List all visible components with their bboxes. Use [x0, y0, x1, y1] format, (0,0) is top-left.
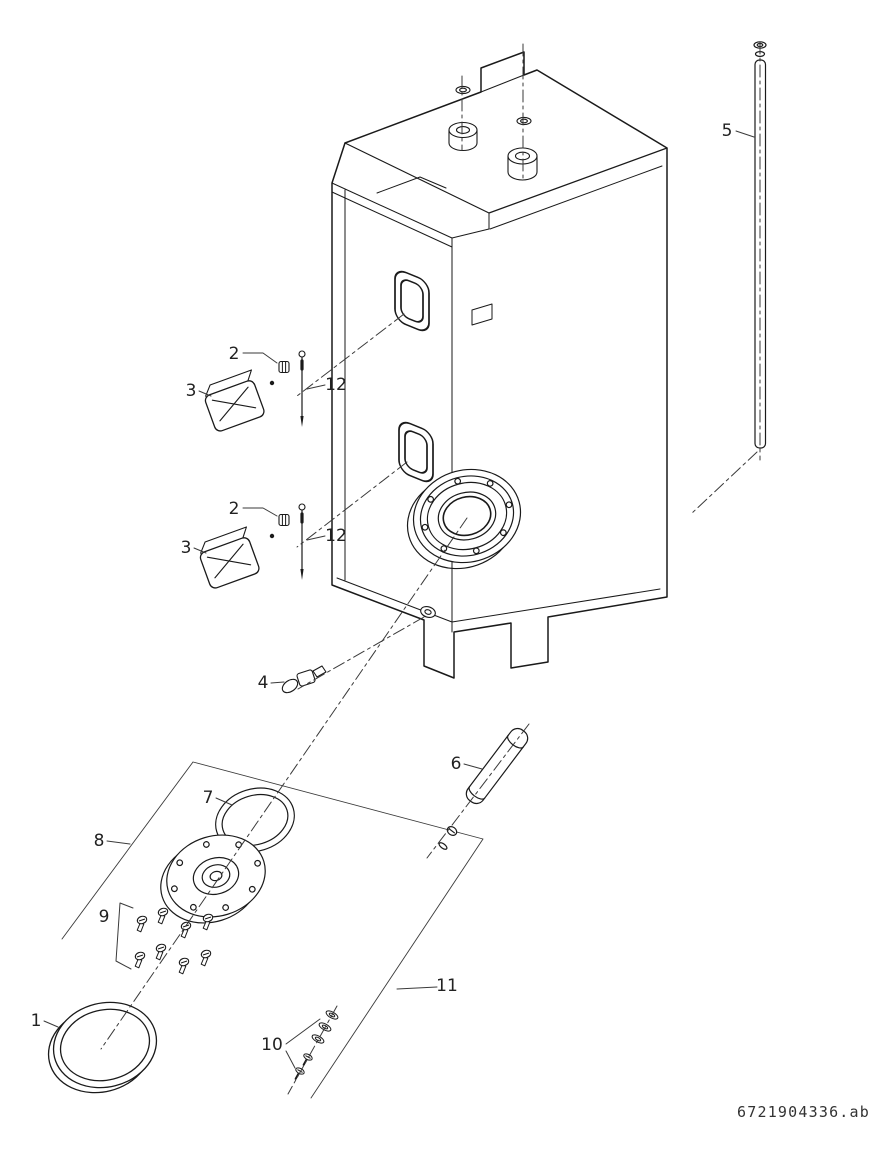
part-3-block-lower — [195, 526, 264, 591]
part-12-pin-upper — [297, 349, 307, 429]
part-label-12-lower: 12 — [325, 526, 347, 546]
part-label-11: 11 — [436, 976, 458, 996]
part-label-12-upper: 12 — [325, 375, 347, 395]
flange-plate — [160, 834, 266, 924]
part-label-6: 6 — [451, 754, 462, 774]
tank-flange-opening — [406, 468, 522, 570]
drain-boss — [420, 605, 436, 619]
part-2-clip-lower — [269, 513, 290, 539]
part-7-oring — [215, 787, 295, 853]
center-lines — [100, 41, 761, 1095]
part-label-2-lower: 2 — [229, 499, 240, 519]
rating-plate — [471, 303, 493, 326]
part-4-drain-valve — [281, 665, 327, 694]
part-label-1: 1 — [31, 1011, 42, 1031]
part-label-10: 10 — [261, 1035, 283, 1055]
part-1-gasket — [47, 1001, 158, 1094]
part-2-clip-upper — [269, 360, 290, 386]
part-labels: 5 2 12 3 2 12 3 4 6 7 8 9 1 10 11 — [31, 121, 733, 1055]
part-3-block-upper — [200, 369, 269, 434]
part-label-4: 4 — [258, 673, 269, 693]
service-openings — [394, 270, 434, 483]
part-10-fasteners — [294, 1010, 339, 1080]
drawing-code: 6721904336.ab — [737, 1103, 870, 1121]
part-label-5: 5 — [722, 121, 733, 141]
top-fittings — [448, 85, 538, 181]
part-label-3-upper: 3 — [186, 381, 197, 401]
part-6-anode-cylinder — [438, 727, 529, 850]
part-label-2-upper: 2 — [229, 344, 240, 364]
part-label-9: 9 — [99, 907, 110, 927]
part-label-7: 7 — [203, 788, 214, 808]
part-label-3-lower: 3 — [181, 538, 192, 558]
part-label-8: 8 — [94, 831, 105, 851]
label-leaders — [43, 130, 755, 1069]
group-boundary-lines — [61, 761, 484, 1099]
tank-body — [331, 51, 668, 679]
part-12-pin-lower — [297, 502, 307, 582]
